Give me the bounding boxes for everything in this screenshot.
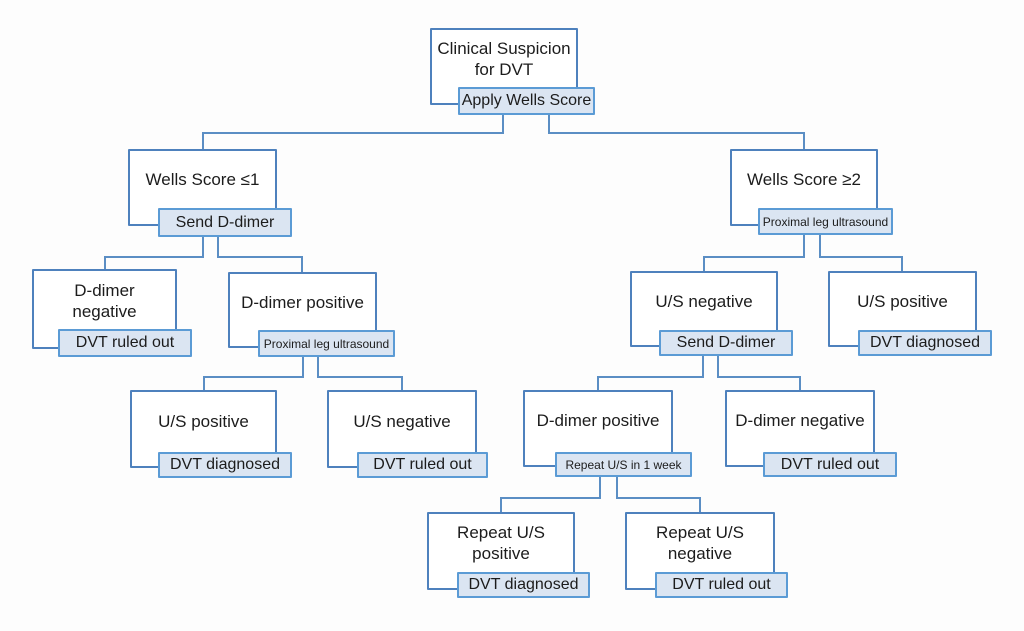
- tag-dvt-diagnosed-3: DVT diagnosed: [457, 572, 590, 598]
- connector-ultrasound-to-us-negative: [317, 357, 403, 392]
- tag-dvt-diagnosed-2: DVT diagnosed: [158, 452, 292, 478]
- connector-wellsge2-to-us-negative: [703, 235, 805, 273]
- connector-ultrasound-to-us-positive: [203, 357, 304, 392]
- tag-proximal-leg-ultrasound-left: Proximal leg ultrasound: [258, 330, 395, 357]
- connector-wellsle1-to-ddimer-negative: [104, 237, 204, 271]
- tag-proximal-leg-ultrasound-right: Proximal leg ultrasound: [758, 208, 893, 235]
- connector-root-to-wells-ge2: [548, 115, 805, 151]
- connector-repeatus-to-repeat-positive: [500, 477, 601, 514]
- connector-root-to-wells-le1: [202, 115, 504, 151]
- tag-dvt-ruled-out-1: DVT ruled out: [58, 329, 192, 357]
- connector-wellsge2-to-us-positive: [819, 235, 903, 273]
- connector-senddimer-to-ddimer-negative: [717, 356, 801, 392]
- tag-dvt-diagnosed-1: DVT diagnosed: [858, 330, 992, 356]
- connector-repeatus-to-repeat-negative: [616, 477, 701, 514]
- node-wells-score-ge2: Wells Score ≥2: [730, 149, 878, 226]
- tag-dvt-ruled-out-3: DVT ruled out: [763, 452, 897, 477]
- tag-send-ddimer-left: Send D-dimer: [158, 208, 292, 237]
- tag-send-ddimer-right: Send D-dimer: [659, 330, 793, 356]
- tag-apply-wells-score: Apply Wells Score: [458, 87, 595, 115]
- connector-senddimer-to-ddimer-positive: [597, 356, 704, 392]
- tag-dvt-ruled-out-4: DVT ruled out: [655, 572, 788, 598]
- connector-wellsle1-to-ddimer-positive: [217, 237, 303, 274]
- tag-dvt-ruled-out-2: DVT ruled out: [357, 452, 488, 478]
- tag-repeat-us-1-week: Repeat U/S in 1 week: [555, 452, 692, 477]
